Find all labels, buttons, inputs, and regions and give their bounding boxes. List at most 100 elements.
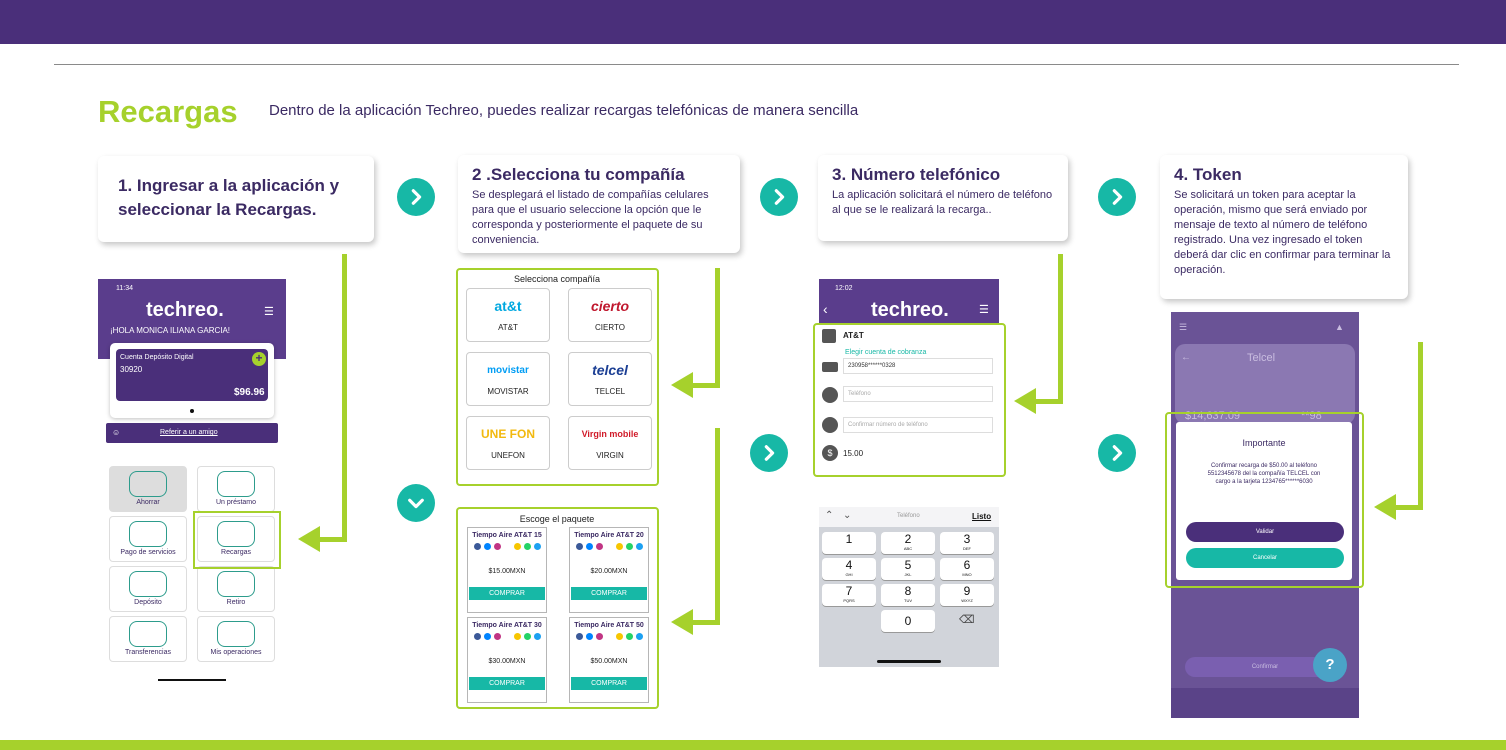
back-icon: ← — [1181, 352, 1191, 363]
chevron-up-icon[interactable]: ⌃ — [825, 510, 834, 521]
help-icon[interactable]: ? — [1313, 648, 1347, 682]
social-icons — [570, 543, 648, 550]
company-icon — [822, 329, 836, 343]
arrow-left-icon — [1374, 494, 1396, 520]
step-2-title: 2 .Selecciona tu compañía — [472, 165, 685, 184]
piggy-bank-icon — [129, 471, 167, 497]
tile-pago-servicios[interactable]: Pago de servicios — [109, 516, 187, 562]
connector-line — [715, 428, 720, 625]
next-arrow-icon — [397, 178, 435, 216]
card-icon — [822, 362, 838, 372]
key-1[interactable]: 1 — [822, 532, 876, 554]
bottom-nav — [1171, 688, 1359, 718]
step-1-card: 1. Ingresar a la aplicación y selecciona… — [98, 156, 374, 242]
package-header: Escoge el paquete — [519, 514, 595, 524]
package-selector: Escoge el paquete Tiempo Aire AT&T 15 $1… — [456, 507, 659, 709]
key-0[interactable]: 0 — [881, 610, 935, 632]
tile-prestamo[interactable]: Un préstamo — [197, 466, 275, 512]
people-icon: ☺ — [112, 428, 121, 437]
pager-dot — [190, 409, 194, 413]
connector-line — [692, 620, 720, 625]
status-time: 11:34 — [116, 285, 133, 292]
refer-friend-button[interactable]: ☺ Referir a un amigo — [106, 423, 278, 443]
arrow-left-icon — [298, 526, 320, 552]
connector-line — [1418, 342, 1423, 510]
field-label: Teléfono — [897, 513, 920, 519]
bill-icon — [129, 521, 167, 547]
modal-title: Importante — [1242, 438, 1286, 448]
validate-button[interactable]: Validar — [1186, 522, 1344, 542]
chevron-down-icon[interactable]: ⌄ — [843, 510, 852, 521]
att-logo: at&t — [494, 298, 522, 314]
done-button[interactable]: Listo — [972, 512, 992, 521]
buy-button[interactable]: COMPRAR — [469, 677, 545, 690]
cancel-button[interactable]: Cancelar — [1186, 548, 1344, 568]
add-icon[interactable]: + — [252, 352, 266, 366]
package-card[interactable]: Tiempo Aire AT&T 50 $50.00MXN COMPRAR — [569, 617, 649, 703]
tile-deposito[interactable]: Depósito — [109, 566, 187, 612]
back-icon[interactable]: ‹ — [823, 301, 828, 317]
buy-button[interactable]: COMPRAR — [469, 587, 545, 600]
arrow-left-icon — [671, 372, 693, 398]
step-3-title: 3. Número telefónico — [832, 165, 1001, 184]
home-indicator — [877, 660, 941, 663]
step-3-card: 3. Número telefónico La aplicación solic… — [818, 155, 1068, 241]
tile-ahorrar[interactable]: Ahorrar — [109, 466, 187, 512]
backspace-icon[interactable]: ⌫ — [959, 614, 975, 626]
phone-confirm-icon — [822, 417, 838, 433]
balance: $96.96 — [234, 387, 265, 398]
phone-number-form: AT&T Elegir cuenta de cobranza 230958***… — [813, 323, 1006, 477]
next-arrow-icon — [760, 178, 798, 216]
buy-button[interactable]: COMPRAR — [571, 677, 647, 690]
divider — [54, 64, 1459, 65]
step-3-text: La aplicación solicitará el número de te… — [832, 189, 1053, 216]
top-banner — [0, 0, 1506, 44]
home-indicator — [158, 679, 226, 681]
buy-button[interactable]: COMPRAR — [571, 587, 647, 600]
page-subtitle: Dentro de la aplicación Techreo, puedes … — [269, 102, 859, 119]
package-card[interactable]: Tiempo Aire AT&T 30 $30.00MXN COMPRAR — [467, 617, 547, 703]
menu-icon[interactable]: ☰ — [1179, 322, 1188, 332]
menu-icon[interactable]: ☰ — [264, 306, 274, 318]
package-card[interactable]: Tiempo Aire AT&T 15 $15.00MXN COMPRAR — [467, 527, 547, 613]
account-select[interactable]: 230958******0328 — [843, 358, 993, 374]
next-arrow-icon — [1098, 178, 1136, 216]
menu-icon[interactable]: ☰ — [979, 304, 989, 316]
choose-account-label: Elegir cuenta de cobranza — [845, 349, 927, 356]
confirm-button[interactable]: Confirmar — [1185, 657, 1345, 677]
company-header: Selecciona compañía — [513, 274, 601, 284]
account-panel: Cuenta Depósito Digital 30920 + $96.96 — [116, 349, 268, 401]
down-arrow-icon — [397, 484, 435, 522]
phone-input[interactable]: Teléfono — [843, 386, 993, 402]
bell-icon[interactable]: ▲ — [1335, 322, 1344, 332]
tile-recargas[interactable]: Recargas — [197, 516, 275, 562]
page-title: Recargas — [98, 94, 238, 129]
brand-logo: techreo. — [146, 299, 224, 321]
step-2-card: 2 .Selecciona tu compañía Se desplegará … — [458, 155, 740, 253]
connector-line — [692, 383, 720, 388]
connector-line — [715, 268, 720, 388]
movistar-logo: movistar — [487, 364, 529, 376]
confirm-phone-input[interactable]: Confirmar número de teléfono — [843, 417, 993, 433]
phone-recharge-icon — [217, 521, 255, 547]
tile-retiro[interactable]: Retiro — [197, 566, 275, 612]
tile-transferencias[interactable]: Transferencias — [109, 616, 187, 662]
tile-mis-operaciones[interactable]: Mis operaciones — [197, 616, 275, 662]
package-card[interactable]: Tiempo Aire AT&T 20 $20.00MXN COMPRAR — [569, 527, 649, 613]
account-card[interactable]: Cuenta Depósito Digital 30920 + $96.96 — [110, 343, 274, 418]
